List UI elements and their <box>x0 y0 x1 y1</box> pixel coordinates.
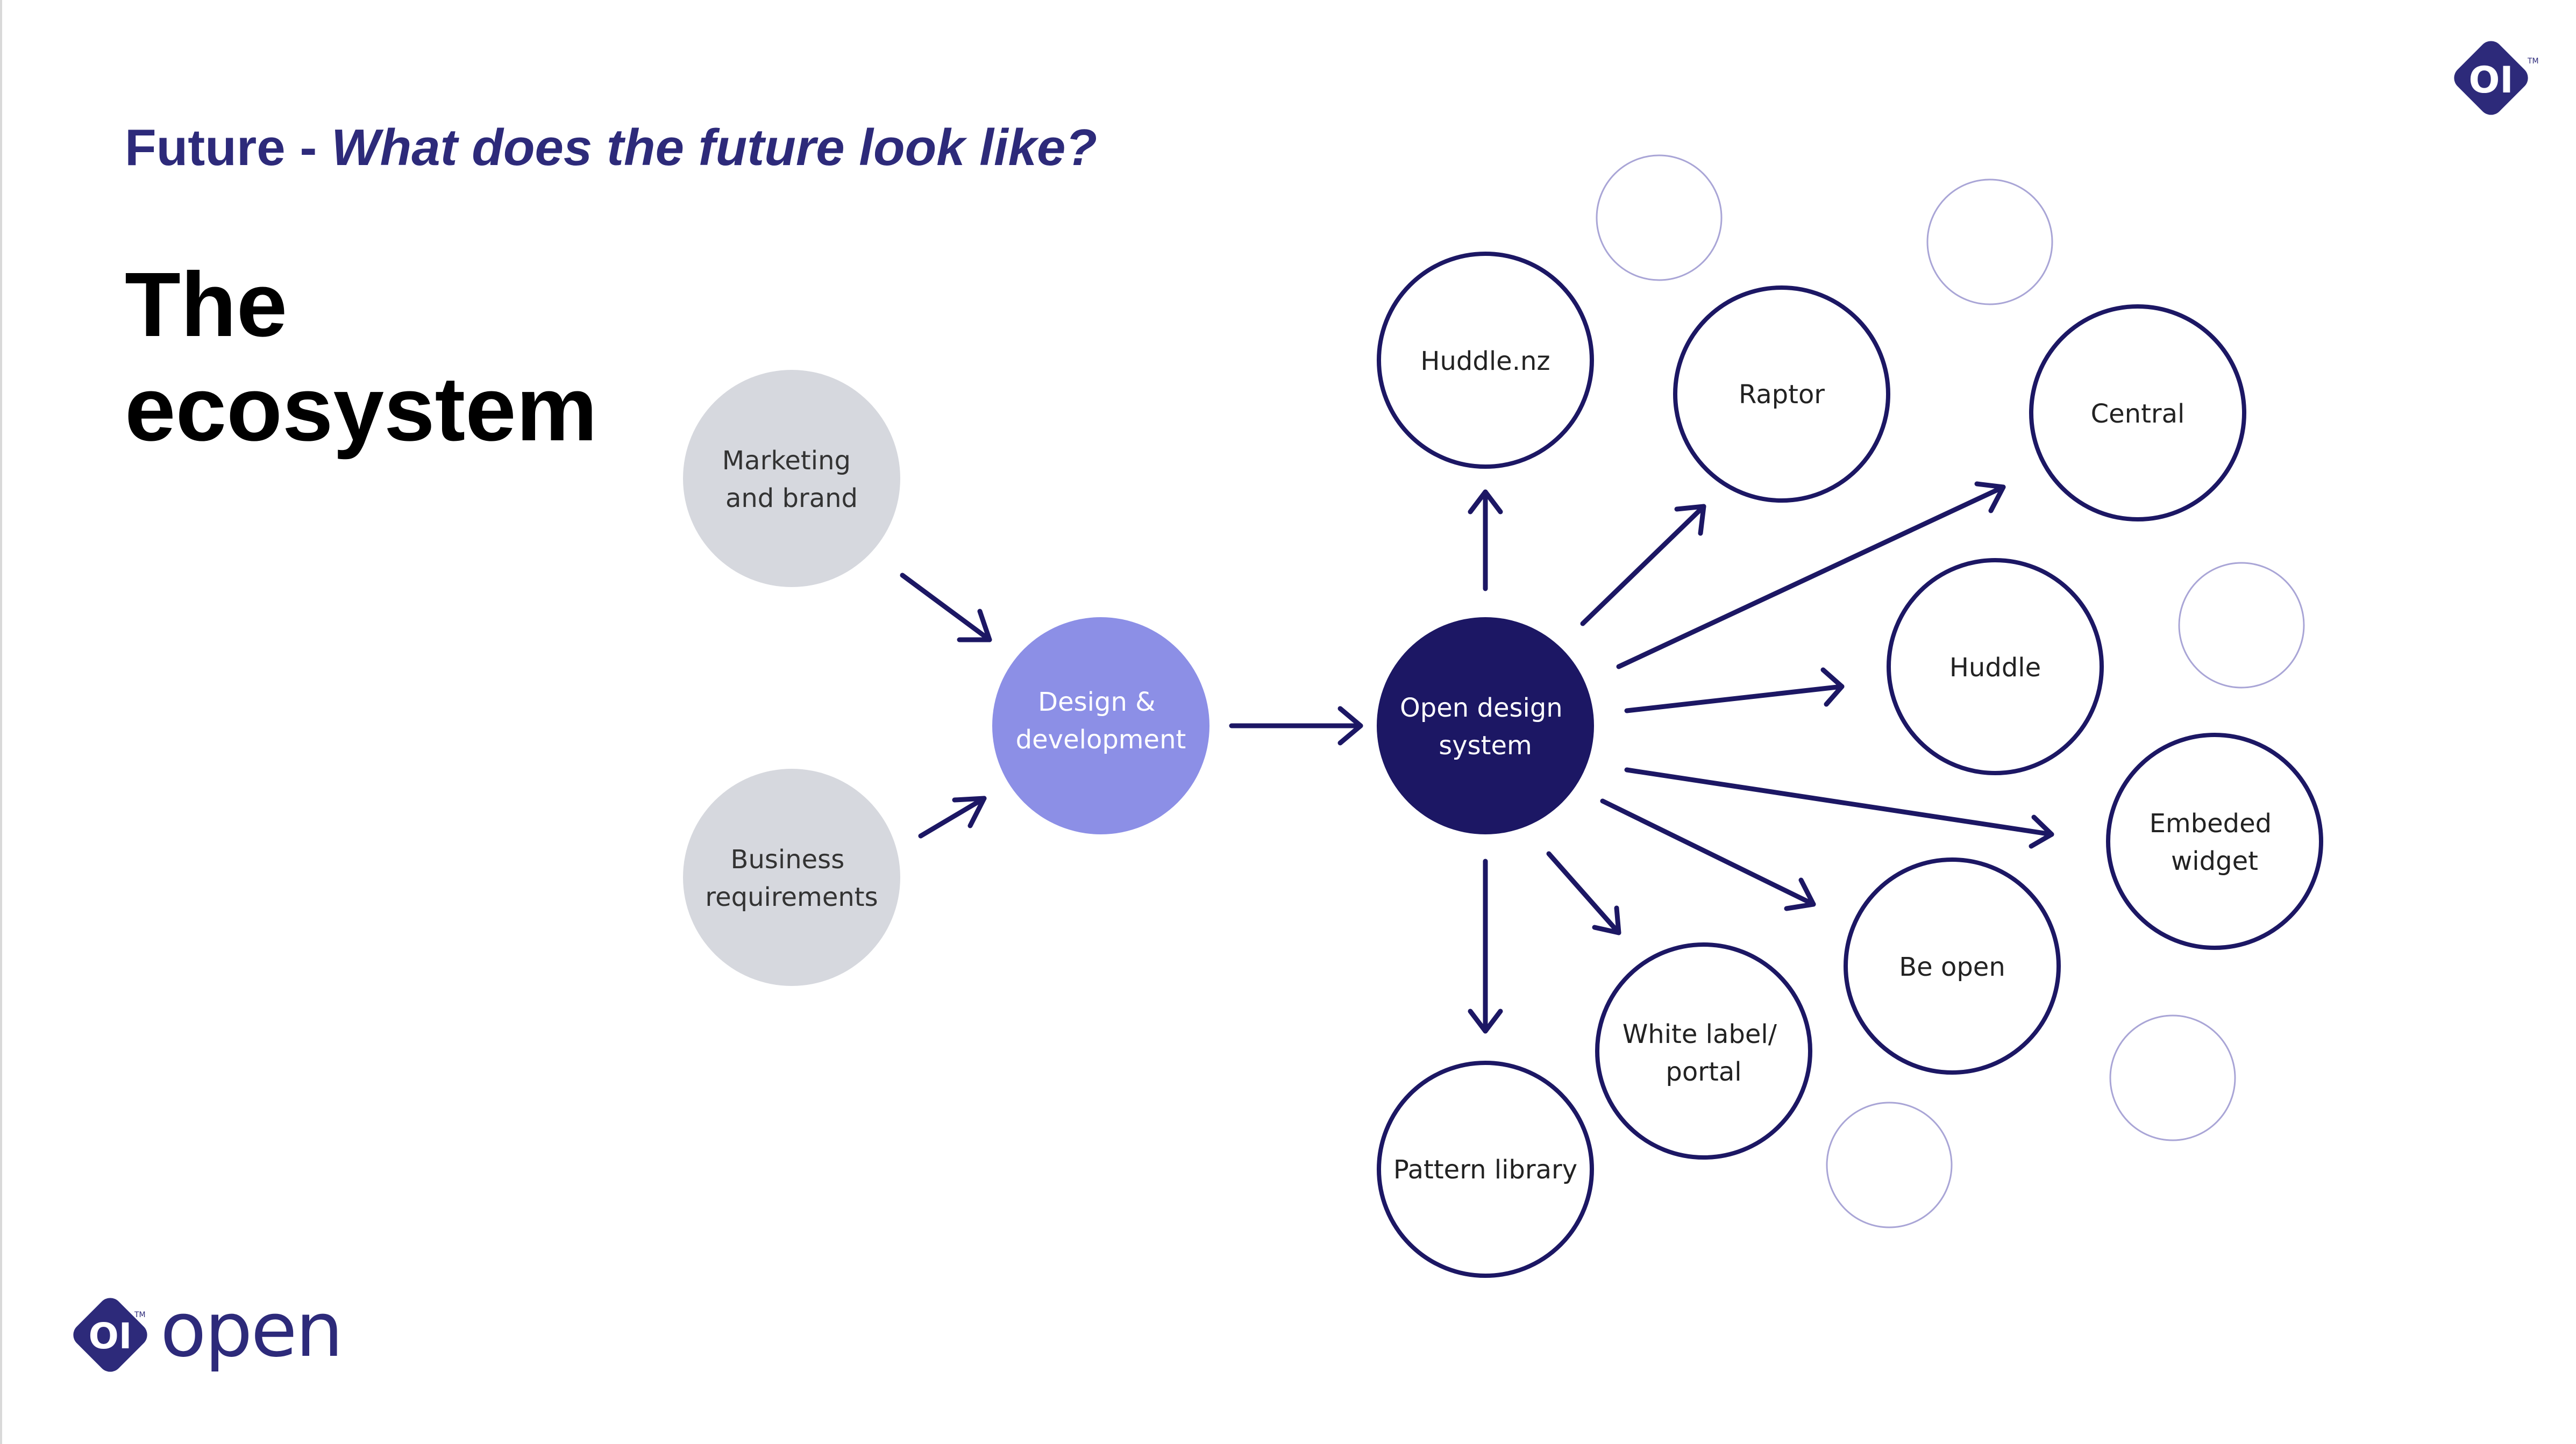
arrow-design-to-ods <box>1229 706 1363 746</box>
node-label-line: Business <box>731 845 845 875</box>
arrow-marketing-to-design <box>900 573 992 642</box>
node-label: Design & development <box>1016 687 1186 755</box>
node-circle <box>683 769 900 986</box>
arrows <box>900 481 2054 1034</box>
node-label: Central <box>2091 399 2185 429</box>
decorative-ring <box>2109 1014 2236 1141</box>
node-pattern-library: Pattern library <box>1377 1061 1594 1278</box>
node-business-requirements: Business requirements <box>683 769 900 986</box>
node-circle <box>1377 617 1594 834</box>
node-be-open: Be open <box>1844 857 2061 1075</box>
slide-title-line-2: ecosystem <box>125 358 597 460</box>
node-design-and-development: Design & development <box>992 617 1209 834</box>
node-circle <box>2029 304 2246 521</box>
bottom-left-logo-mark: OI TM <box>73 1298 147 1372</box>
node-label-line: widget <box>2171 846 2258 876</box>
arrow-to-white-label <box>1546 851 1621 935</box>
arrow-to-central <box>1616 481 2006 669</box>
slide-title: The ecosystem <box>125 253 597 461</box>
logo-diamond-icon <box>73 1298 147 1372</box>
arrow-business-to-design <box>918 796 987 839</box>
node-label: Business requirements <box>705 845 878 912</box>
node-label: Huddle.nz <box>1420 346 1550 376</box>
node-label-line: requirements <box>705 882 878 912</box>
logo-trademark: TM <box>134 1311 146 1319</box>
node-label-line: and brand <box>725 483 858 513</box>
node-circle <box>683 370 900 587</box>
arrow-to-raptor <box>1580 504 1706 626</box>
node-circle <box>1377 1061 1594 1278</box>
node-label-line: development <box>1016 725 1186 755</box>
node-circle <box>1377 252 1594 469</box>
arrow-to-huddle <box>1624 667 1845 713</box>
node-open-design-system: Open design system <box>1377 617 1594 834</box>
decorative-ring <box>1926 178 2053 305</box>
node-circle <box>1673 285 1890 503</box>
node-circle <box>1887 558 2104 775</box>
node-label-line: Design & <box>1038 687 1155 717</box>
logo-diamond-icon <box>2454 41 2528 115</box>
arrow-to-embeded-widget <box>1624 767 2054 849</box>
node-label-line: system <box>1439 731 1532 761</box>
node-label-line: White label/ <box>1623 1019 1777 1049</box>
arrow-to-huddle-nz <box>1468 489 1503 591</box>
left-edge-divider <box>0 0 2 1444</box>
logo-mark-text: OI <box>2468 59 2513 102</box>
node-embeded-widget: Embeded widget <box>2106 733 2323 950</box>
decorative-rings <box>1596 154 2305 1228</box>
node-label: Pattern library <box>1393 1155 1577 1185</box>
brand-wordmark: open <box>160 1286 343 1374</box>
node-label-line: Pattern library <box>1393 1155 1577 1185</box>
decorative-ring <box>2178 562 2305 689</box>
node-label-line: Huddle.nz <box>1420 346 1550 376</box>
decorative-ring <box>1826 1102 1953 1228</box>
node-label: Embeded widget <box>2150 809 2280 876</box>
section-header: Future - What does the future look like? <box>125 118 1097 177</box>
node-label: Be open <box>1899 952 2005 982</box>
node-circle <box>1595 942 1812 1160</box>
node-label-line: portal <box>1666 1057 1741 1087</box>
node-huddle: Huddle <box>1887 558 2104 775</box>
top-right-logo-mark: OI TM <box>2454 41 2539 115</box>
node-label: Open design system <box>1400 693 1571 761</box>
slide-title-line-1: The <box>125 254 288 356</box>
arrow-to-be-open <box>1600 798 1816 911</box>
node-label-line: Huddle <box>1949 653 2041 683</box>
node-marketing-and-brand: Marketing and brand <box>683 370 900 587</box>
section-question: What does the future look like? <box>331 119 1098 176</box>
node-label-line: Be open <box>1899 952 2005 982</box>
node-central: Central <box>2029 304 2246 521</box>
node-label-line: Marketing <box>722 446 851 476</box>
node-label-line: Raptor <box>1739 380 1825 410</box>
node-circle <box>992 617 1209 834</box>
node-label: Huddle <box>1949 653 2041 683</box>
decorative-ring <box>1596 154 1723 281</box>
node-circle <box>2106 733 2323 950</box>
node-label: White label/ portal <box>1623 1019 1785 1087</box>
node-circle <box>1844 857 2061 1075</box>
node-label-line: Open design <box>1400 693 1563 723</box>
logo-trademark: TM <box>2527 57 2539 66</box>
node-label-line: Embeded <box>2150 809 2272 839</box>
logo-mark-text: OI <box>89 1316 132 1357</box>
node-white-label-portal: White label/ portal <box>1595 942 1812 1160</box>
section-label: Future - <box>125 119 331 176</box>
arrow-to-pattern-library <box>1468 859 1503 1034</box>
node-label-line: Central <box>2091 399 2185 429</box>
node-label: Marketing and brand <box>722 446 859 513</box>
node-raptor: Raptor <box>1673 285 1890 503</box>
node-huddle-nz: Huddle.nz <box>1377 252 1594 469</box>
node-label: Raptor <box>1739 380 1825 410</box>
